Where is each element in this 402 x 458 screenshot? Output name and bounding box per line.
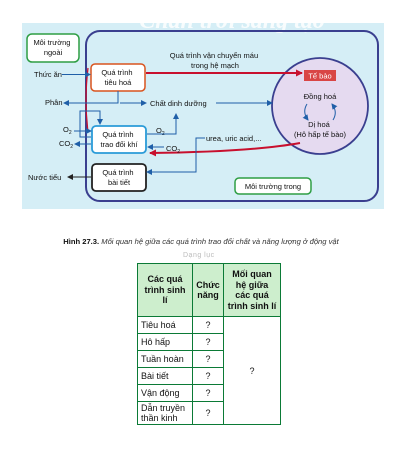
- row-func: ?: [192, 333, 224, 351]
- table-row: Vận động ?: [137, 384, 281, 402]
- co2-label: CO2: [59, 139, 73, 150]
- table-row: Tuần hoàn ?: [137, 350, 281, 368]
- co2-right-label: CO2: [166, 144, 180, 155]
- cycle-arrow-up: [331, 103, 338, 121]
- faeces-arrow: [63, 91, 119, 106]
- internal-env-label: Môi trường trong: [245, 182, 301, 191]
- faint-text: Dạng lục: [183, 252, 215, 259]
- physiology-table: Các quá trình sinh lí Chức năng Mối quan…: [137, 263, 281, 425]
- row-name: Hô hấp: [137, 333, 193, 351]
- gas-left-loop: [79, 110, 103, 138]
- cell-circle: [271, 57, 369, 155]
- o2-label: O2: [63, 125, 72, 136]
- table-row: Dẫn truyền thần kinh ?: [137, 401, 281, 425]
- header-function: Chức năng: [192, 263, 224, 317]
- table-header-row: Các quá trình sinh lí Chức năng Mối quan…: [137, 263, 281, 317]
- food-label: Thức ăn: [34, 70, 62, 79]
- excretion-box: [91, 163, 147, 192]
- faeces-label: Phân: [45, 98, 63, 107]
- row-func: ?: [192, 401, 224, 425]
- transport-label: Quá trình vận chuyển máu trong hệ mạch: [170, 51, 260, 70]
- gas-exchange-label: Quá trình trao đổi khí: [100, 130, 138, 149]
- row-name: Tiêu hoá: [137, 316, 193, 334]
- row-name: Tuần hoàn: [137, 350, 193, 368]
- digestion-label: Quá trình tiêu hoá: [101, 68, 134, 87]
- row-func: ?: [192, 316, 224, 334]
- figure-caption: Hình 27.3. Mối quan hệ giữa các quá trìn…: [0, 237, 402, 246]
- dissimilation-label: Dị hoá (Hô hấp tế bào): [294, 120, 347, 139]
- assimilation-label: Đồng hoá: [304, 92, 337, 101]
- excretion-label: Quá trình bài tiết: [102, 168, 135, 187]
- urine-label: Nước tiểu: [28, 173, 61, 182]
- row-name: Dẫn truyền thần kinh: [137, 401, 193, 425]
- waste-label: urea, uric acid,...: [206, 134, 261, 143]
- metabolism-diagram: Chân trời sáng tạo Môi trường ngoài Quá …: [22, 8, 384, 209]
- watermark: Chân trời sáng tạo: [139, 8, 325, 34]
- row-func: ?: [192, 367, 224, 385]
- row-name: Vận động: [137, 384, 193, 402]
- header-processes: Các quá trình sinh lí: [137, 263, 193, 317]
- waste-arrow: [146, 137, 205, 175]
- o2-to-blood-arrow: [147, 113, 179, 135]
- internal-env-box: [234, 177, 312, 195]
- relation-cell: ?: [223, 316, 281, 425]
- external-env-label: Môi trường ngoài: [33, 38, 72, 57]
- header-relation: Mối quan hệ giữa các quá trình sinh lí: [223, 263, 281, 317]
- row-func: ?: [192, 350, 224, 368]
- caption-text: Mối quan hệ giữa các quá trình trao đổi …: [101, 237, 339, 246]
- row-name: Bài tiết: [137, 367, 193, 385]
- table-row: Tiêu hoá ? ?: [137, 316, 281, 425]
- cycle-arrow-down: [302, 103, 309, 121]
- gas-exchange-box: [91, 125, 147, 154]
- transport-loop-bottom: [149, 142, 301, 157]
- nutrients-label: Chất dinh dưỡng: [150, 99, 207, 108]
- cell-label: Tế bào: [308, 72, 331, 81]
- external-env-box: [26, 33, 80, 63]
- cell-label-box: [304, 70, 336, 81]
- row-func: ?: [192, 384, 224, 402]
- caption-label: Hình 27.3.: [63, 237, 100, 246]
